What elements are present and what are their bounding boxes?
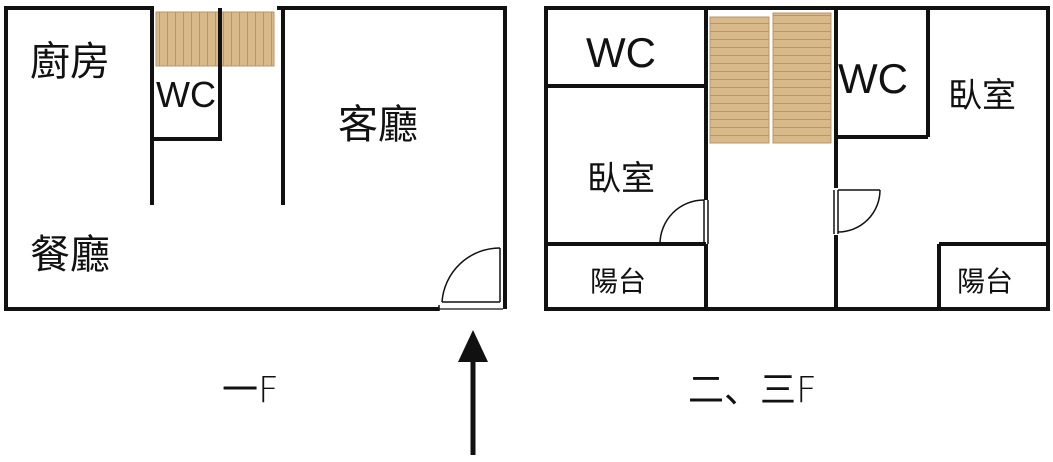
floor-label-1: 一F [222, 370, 279, 411]
door-swing-icon [438, 247, 503, 311]
door-swing-icon [833, 189, 881, 234]
floor-1: 廚房 WC 客廳 餐廳 [4, 6, 507, 311]
room-label-wc-left: WC [586, 29, 656, 76]
staircase-icon [709, 16, 770, 144]
staircase-icon [772, 12, 832, 144]
floor-1-walls [4, 6, 507, 311]
room-label-dining: 餐廳 [30, 232, 110, 278]
room-label-bedroom-right: 臥室 [948, 76, 1016, 116]
room-label-balcony-right: 陽台 [957, 265, 1013, 298]
door-swing-icon [659, 199, 709, 245]
room-label-kitchen: 廚房 [30, 39, 110, 85]
staircase-icon [155, 11, 275, 67]
floor-2-3-interior-walls [546, 8, 1048, 309]
floor-1-interior-walls [150, 8, 285, 205]
room-label-bedroom-left: 臥室 [587, 159, 655, 199]
floor-label-2-3: 二、三F [688, 370, 817, 411]
room-label-balcony-left: 陽台 [590, 265, 646, 298]
room-label-wc-right: WC [838, 55, 908, 102]
room-label-living: 客廳 [338, 102, 418, 148]
arrow-up-icon [458, 330, 488, 455]
floor-2-3: WC WC 臥室 臥室 陽台 陽台 [544, 6, 1050, 311]
floor-2-3-outer-wall [544, 6, 1050, 311]
room-label-wc: WC [156, 74, 216, 115]
